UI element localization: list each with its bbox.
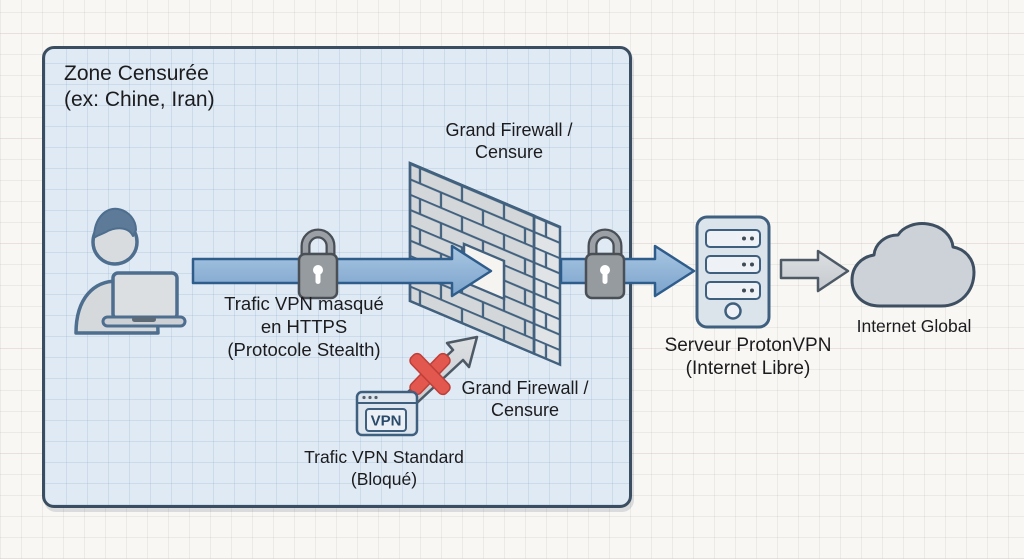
censored-zone-box (42, 46, 632, 508)
standard-caption-line2: (Bloqué) (350, 469, 418, 489)
server-label-line2: (Internet Libre) (685, 358, 811, 379)
stealth-traffic-caption: Trafic VPN masqué en HTTPS (Protocole St… (224, 292, 384, 361)
stealth-caption-line1: Trafic VPN masqué (224, 293, 384, 314)
internet-arrow (779, 249, 850, 293)
firewall-label-line1: Grand Firewall / (461, 378, 589, 398)
firewall-label-line2: Censure (474, 142, 544, 162)
internet-label-text: Internet Global (856, 316, 972, 336)
cloud-icon (850, 222, 976, 308)
internet-label: Internet Global (857, 315, 972, 337)
standard-traffic-caption: Trafic VPN Standard (Bloqué) (304, 446, 464, 490)
server-label: Serveur ProtonVPN (Internet Libre) (665, 334, 832, 380)
firewall-label-bottom: Grand Firewall / Censure (461, 377, 588, 421)
zone-title: Zone Censurée (ex: Chine, Iran) (64, 61, 215, 113)
stealth-caption-line2: en HTTPS (260, 316, 348, 337)
standard-caption-line1: Trafic VPN Standard (304, 447, 464, 467)
server-label-line1: Serveur ProtonVPN (664, 335, 832, 356)
firewall-label-top: Grand Firewall / Censure (445, 119, 572, 163)
firewall-label-line2: Censure (490, 400, 560, 420)
zone-title-line2: (ex: Chine, Iran) (64, 88, 215, 111)
zone-title-line1: Zone Censurée (64, 62, 209, 85)
firewall-label-line1: Grand Firewall / (445, 120, 573, 140)
stealth-caption-line3: (Protocole Stealth) (227, 339, 381, 360)
server-icon (695, 215, 771, 329)
